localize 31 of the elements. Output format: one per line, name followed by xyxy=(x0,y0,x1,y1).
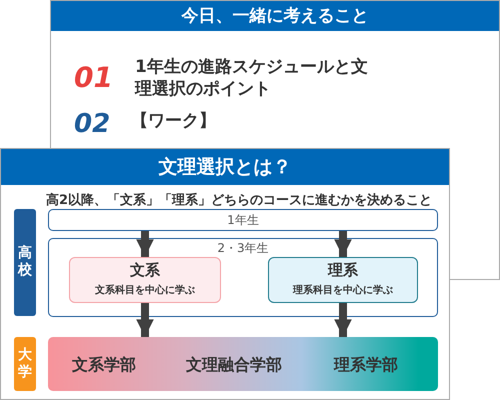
grade-label: 2・3年生 xyxy=(216,240,270,257)
faculty-label: 文系学部 xyxy=(72,355,136,376)
slide-panel xyxy=(0,148,450,400)
level-label: 高校 xyxy=(16,245,33,279)
faculty-label: 文理融合学部 xyxy=(186,355,282,376)
slide-title: 文理選択とは？ xyxy=(1,149,449,185)
arrow xyxy=(136,231,154,257)
slide-title: 今日、一緒に考えること xyxy=(51,1,499,31)
definition-text: 高2以降、「文系」「理系」どちらのコースに進むかを決めること xyxy=(46,192,432,209)
item-text: 【ワーク】 xyxy=(131,110,216,132)
arrow xyxy=(136,303,154,337)
level-tab xyxy=(14,209,36,316)
grade-label: 1年生 xyxy=(226,212,260,229)
faculty-bar xyxy=(48,337,438,391)
arrow xyxy=(334,303,352,337)
item-text: 1年生の進路スケジュールと文理選択のポイント xyxy=(135,56,369,100)
level-label: 大学 xyxy=(17,347,33,381)
slide-panel xyxy=(50,0,500,148)
arrow xyxy=(334,231,352,257)
faculty-label: 理系学部 xyxy=(334,355,398,376)
level-tab xyxy=(14,337,36,391)
course-title: 文系 xyxy=(129,261,161,280)
grade-box xyxy=(48,238,438,317)
course-box xyxy=(69,257,221,303)
course-description: 理系科目を中心に学ぶ xyxy=(292,283,394,297)
item-number: 01 xyxy=(74,61,113,94)
course-description: 文系科目を中心に学ぶ xyxy=(94,283,196,297)
course-box xyxy=(268,257,418,303)
item-number: 02 xyxy=(74,109,110,139)
grade-box xyxy=(48,209,438,231)
course-title: 理系 xyxy=(326,261,359,280)
